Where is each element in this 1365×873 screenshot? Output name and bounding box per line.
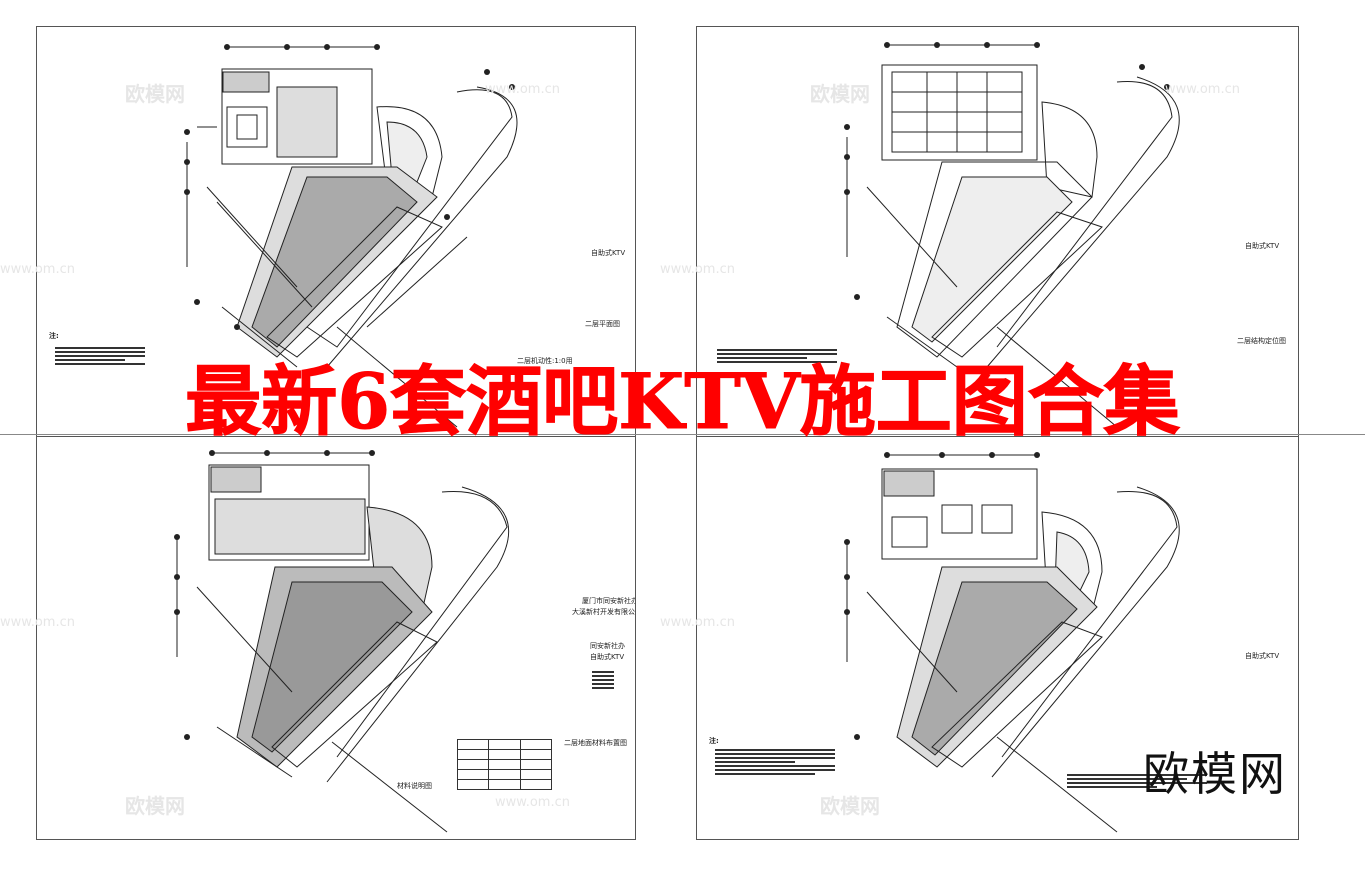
watermark-brand: 欧模网 [820, 794, 880, 818]
company-name: 厦门市同安新社办 [582, 597, 636, 605]
drawing-sheet-bottom-left: 厦门市同安新社办 大溪新村开发有限公司 同安新社办 自助式KTV 二层地面材料布… [36, 436, 636, 840]
notes-text-block-2 [1067, 772, 1207, 790]
floor-plan-bottom-left [174, 450, 510, 833]
plan-title: 二层结构定位图 [1237, 337, 1286, 345]
watermark-url: www.om.cn [485, 82, 560, 97]
floor-plan-bottom-right [844, 452, 1180, 833]
watermark-url: www.om.cn [495, 795, 570, 810]
watermark-brand: 欧模网 [125, 794, 185, 818]
notes-text-block [717, 347, 837, 365]
sheet-label: 自助式KTV [1245, 652, 1280, 660]
watermark-url: www.om.cn [0, 262, 75, 277]
watermark-url: www.om.cn [660, 262, 735, 277]
scale-title: 二层机动性:1:0用 [517, 357, 573, 365]
sheet-label: 自助式KTV [1245, 242, 1280, 250]
company-sub: 大溪新村开发有限公司 [572, 608, 636, 616]
drawing-sheet-top-left: 注: 自助式KTV 二层平面图 二层机动性:1:0用 [36, 26, 636, 436]
notes-heading: 注: [49, 332, 59, 340]
watermark-url: www.om.cn [1165, 82, 1240, 97]
drawing-sheet-top-right: 自助式KTV 二层结构定位图 [696, 26, 1299, 436]
notes-text-block [715, 747, 835, 777]
notes-text-block [55, 345, 145, 367]
watermark-url: www.om.cn [660, 615, 735, 630]
title-block-lines [592, 669, 614, 691]
sheet-label: 自助式KTV [591, 249, 626, 257]
sheet-divider [0, 434, 1365, 435]
brand-logo: 欧模网 [1143, 747, 1287, 801]
project-sub: 自助式KTV [590, 653, 625, 661]
material-legend-table [456, 739, 553, 790]
watermark-brand: 欧模网 [810, 82, 870, 106]
floor-plan-top-right [844, 42, 1180, 428]
project-name: 同安新社办 [590, 642, 625, 650]
plan-title: 二层平面图 [585, 320, 620, 328]
drawing-sheet-bottom-right: 注: 自助式KTV [696, 436, 1299, 840]
watermark-url: www.om.cn [0, 615, 75, 630]
plan-title: 二层地面材料布置图 [564, 739, 627, 747]
legend-label: 材料说明图 [397, 782, 432, 790]
watermark-brand: 欧模网 [125, 82, 185, 106]
headline: 最新6套酒吧KTV施工图合集 [185, 357, 1180, 447]
notes-heading: 注: [709, 737, 719, 745]
floor-plan-top-left [184, 44, 518, 428]
